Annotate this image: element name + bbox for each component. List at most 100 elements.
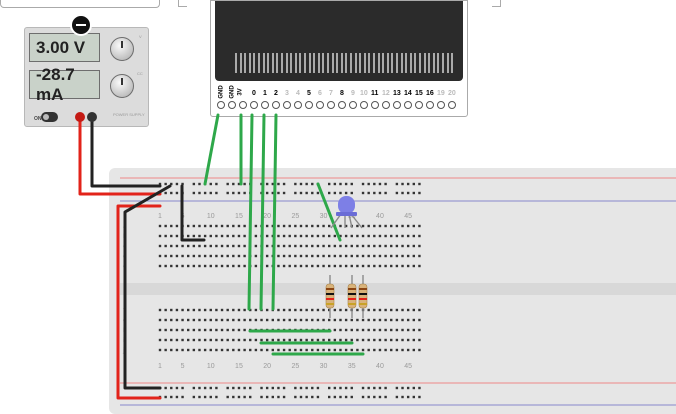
rail-hole — [243, 191, 246, 195]
terminal-hole — [367, 264, 370, 268]
rail-hole — [277, 182, 280, 186]
terminal-hole — [328, 224, 331, 228]
power-toggle[interactable] — [41, 112, 58, 122]
rail-hole — [226, 386, 229, 390]
terminal-hole — [203, 224, 207, 228]
rail-hole — [260, 386, 263, 390]
current-knob[interactable] — [110, 74, 134, 98]
terminal-hole — [209, 348, 212, 352]
terminal-hole — [322, 348, 325, 352]
pin-hole[interactable] — [393, 101, 401, 109]
pin-hole[interactable] — [250, 101, 258, 109]
pin-hole[interactable] — [261, 101, 269, 109]
terminal-hole — [333, 264, 337, 268]
current-knob-label: CC — [137, 71, 143, 76]
pin-hole[interactable] — [305, 101, 313, 109]
terminal-hole — [350, 318, 353, 322]
pin-hole[interactable] — [338, 101, 346, 109]
pin-hole[interactable] — [283, 101, 291, 109]
terminal-hole — [192, 264, 196, 268]
edge-connector-finger — [442, 53, 444, 73]
terminal-hole — [158, 254, 162, 258]
terminal-hole — [158, 244, 162, 248]
pin-hole[interactable] — [371, 101, 379, 109]
zoom-out-button[interactable] — [70, 14, 92, 36]
pin-hole[interactable] — [272, 101, 280, 109]
pin-hole[interactable] — [316, 101, 324, 109]
rail-hole — [367, 191, 370, 195]
rail-hole — [164, 386, 167, 390]
pin-hole[interactable] — [228, 101, 236, 109]
terminal-hole — [254, 264, 258, 268]
terminal-hole — [406, 308, 410, 312]
pin-hole[interactable] — [217, 101, 225, 109]
voltage-knob[interactable] — [110, 37, 134, 61]
pin-hole[interactable] — [349, 101, 357, 109]
terminal-hole — [384, 234, 387, 238]
terminal-hole — [356, 338, 359, 342]
terminal-hole — [361, 348, 365, 352]
terminal-hole — [390, 254, 393, 258]
pin-hole[interactable] — [360, 101, 368, 109]
terminal-hole — [316, 338, 320, 342]
terminal-hole — [311, 234, 314, 238]
terminal-hole — [237, 254, 241, 258]
pin-hole[interactable] — [294, 101, 302, 109]
negative-terminal — [87, 112, 97, 122]
pin-hole[interactable] — [327, 101, 335, 109]
terminal-hole — [198, 318, 201, 322]
terminal-hole — [288, 264, 291, 268]
terminal-hole — [401, 308, 404, 312]
rail-hole — [215, 395, 218, 399]
terminal-hole — [215, 234, 218, 238]
terminal-hole — [361, 328, 365, 332]
terminal-hole — [181, 328, 184, 332]
terminal-hole — [333, 234, 337, 238]
terminal-hole — [209, 318, 212, 322]
pin-label: 1 — [263, 90, 267, 97]
terminal-hole — [232, 224, 235, 228]
power-supply[interactable]: 3.00 V -28.7 mA V CC ON POWER SUPPLY — [24, 27, 149, 127]
resistor-band — [348, 303, 356, 305]
terminal-hole — [384, 244, 387, 248]
terminal-hole — [350, 338, 353, 342]
rail-hole — [181, 386, 184, 390]
pin-hole[interactable] — [426, 101, 434, 109]
rail-hole — [282, 395, 286, 399]
resistor-band — [359, 293, 367, 295]
terminal-hole — [418, 224, 421, 228]
terminal-hole — [294, 254, 297, 258]
terminal-hole — [328, 244, 331, 248]
terminal-hole — [299, 348, 303, 352]
edge-connector-finger — [396, 53, 398, 73]
terminal-hole — [282, 308, 286, 312]
resistor-band — [359, 303, 367, 305]
terminal-hole — [299, 308, 303, 312]
pin-hole[interactable] — [415, 101, 423, 109]
pin-hole[interactable] — [437, 101, 445, 109]
terminal-hole — [277, 244, 280, 248]
terminal-hole — [406, 254, 410, 258]
pin-hole[interactable] — [448, 101, 456, 109]
terminal-hole — [395, 338, 399, 342]
pin-hole[interactable] — [404, 101, 412, 109]
edge-connector-finger — [281, 53, 283, 73]
rail-hole — [373, 182, 376, 186]
terminal-hole — [328, 254, 331, 258]
terminal-hole — [203, 244, 207, 248]
column-number: 35 — [348, 213, 356, 220]
rail-hole — [294, 395, 297, 399]
rail-hole — [175, 395, 179, 399]
rail-hole — [192, 386, 196, 390]
rail-hole — [361, 386, 365, 390]
terminal-hole — [361, 244, 365, 248]
rail-hole — [305, 386, 308, 390]
pin-hole[interactable] — [382, 101, 390, 109]
terminal-hole — [412, 224, 415, 228]
pin-hole[interactable] — [239, 101, 247, 109]
terminal-hole — [249, 338, 252, 342]
terminal-hole — [277, 224, 280, 228]
terminal-hole — [294, 348, 297, 352]
